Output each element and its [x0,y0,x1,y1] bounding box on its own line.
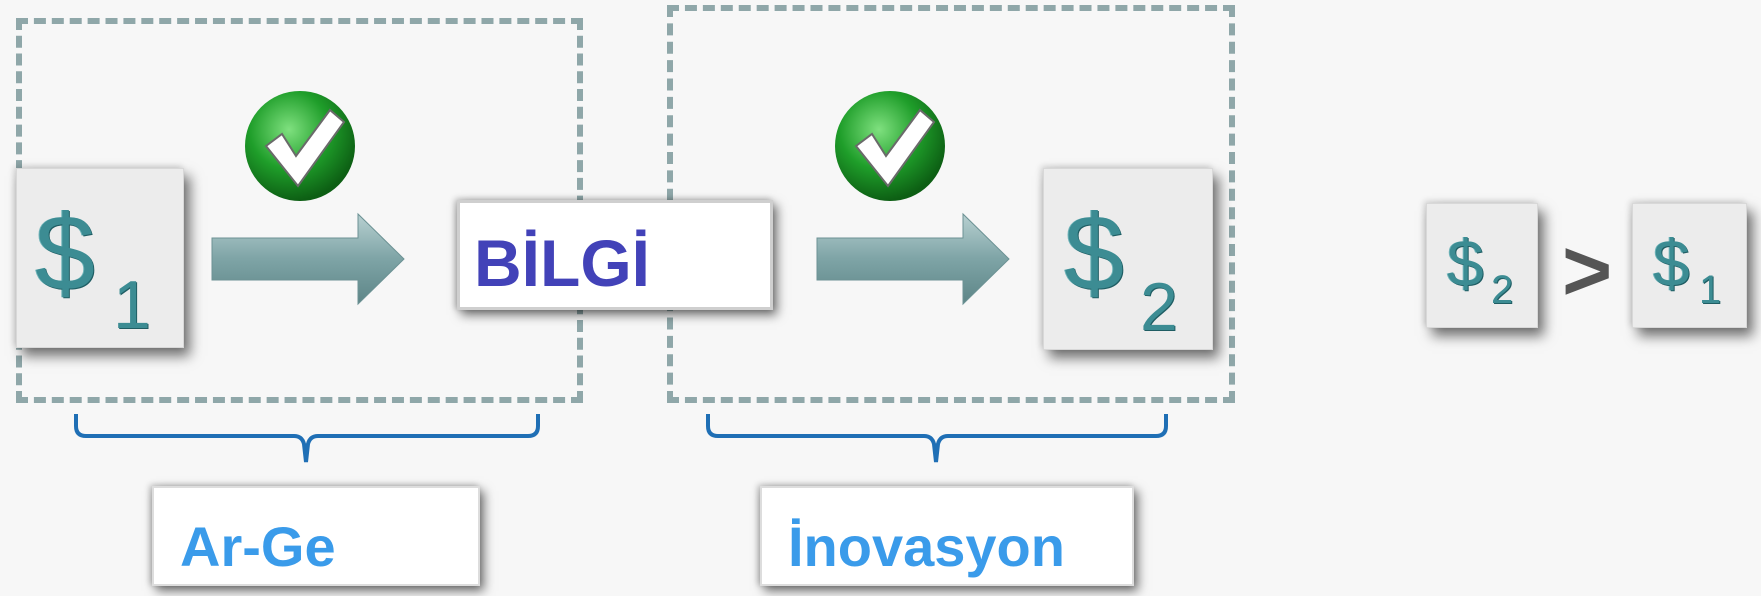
dollar-subscript: 1 [1699,268,1722,312]
dollar-2-card: $ 2 [1043,168,1213,350]
greater-than-operator: > [1562,223,1613,319]
dollar-symbol: $ [1653,226,1690,300]
brace-icon [706,414,1168,463]
check-icon [835,91,945,201]
dollar-subscript: 1 [113,267,151,343]
check-icon [245,91,355,201]
ar-ge-label-box: Ar-Ge [152,486,480,586]
dollar-subscript: 2 [1491,268,1514,312]
inovasyon-label-box: İnovasyon [760,486,1134,586]
brace-icon [74,414,540,463]
arrow-right-icon [211,212,405,306]
comparison-dollar-2-card: $ 2 [1426,203,1538,328]
dollar-symbol: $ [1447,226,1484,300]
arrow-right-icon [816,212,1010,306]
bilgi-label-box: BİLGİ [457,200,773,310]
dollar-subscript: 2 [1140,269,1178,345]
ar-ge-label: Ar-Ge [180,515,336,578]
inovasyon-label: İnovasyon [788,515,1065,578]
bilgi-label: BİLGİ [474,226,650,300]
dollar-symbol: $ [1064,192,1125,313]
dollar-symbol: $ [35,192,96,313]
dollar-1-card: $ 1 [16,168,184,348]
comparison-dollar-1-card: $ 1 [1632,203,1747,328]
